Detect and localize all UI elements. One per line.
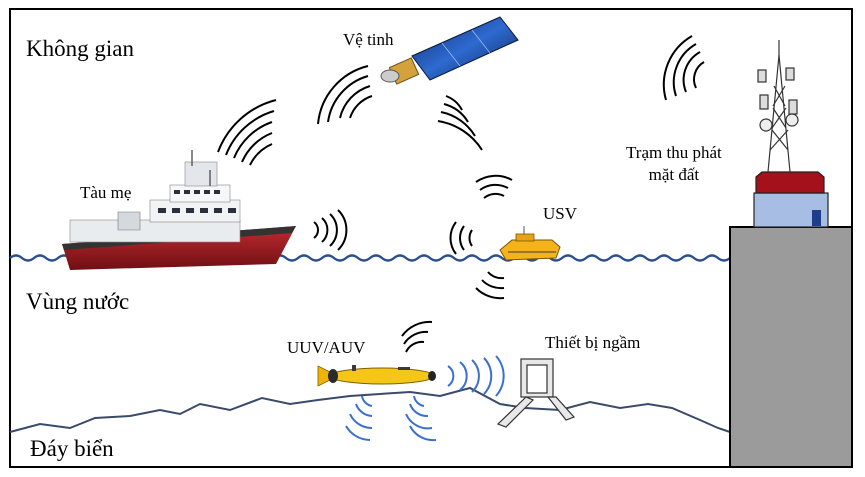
signal-auv-to-device <box>447 355 505 397</box>
label-uuv-auv: UUV/AUV <box>287 338 366 357</box>
label-underwater-device: Thiết bị ngầm <box>545 333 641 352</box>
label-space: Không gian <box>26 36 134 61</box>
label-satellite: Vệ tinh <box>343 30 394 49</box>
signal-auv-down-left <box>345 395 373 441</box>
underwater-device-icon <box>496 358 576 428</box>
ground-station-building <box>753 171 829 228</box>
signal-auv-down-right <box>405 395 437 442</box>
label-seabed: Đáy biển <box>30 436 114 461</box>
label-ground-station: Trạm thu phát mặt đất <box>626 142 722 186</box>
mother-ship-icon <box>62 150 296 270</box>
radio-tower-icon <box>757 40 799 173</box>
signal-tower <box>662 35 705 101</box>
signal-usv-down <box>475 271 505 300</box>
signal-satellite-right <box>437 95 483 151</box>
signal-ship-right <box>313 209 348 251</box>
signal-usv-left <box>449 221 473 255</box>
auv-icon <box>317 365 436 387</box>
signal-satellite-down <box>317 65 373 125</box>
label-ground-station-line1: Trạm thu phát <box>626 143 722 162</box>
satellite-icon <box>380 16 519 85</box>
usv-icon <box>499 226 561 261</box>
coastal-cliff <box>729 226 853 468</box>
label-mother-ship: Tàu mẹ <box>80 183 132 202</box>
signal-ship-to-satellite <box>217 99 277 166</box>
signal-auv-up <box>401 320 433 353</box>
label-usv: USV <box>543 204 578 223</box>
seabed-line <box>9 386 731 433</box>
label-ground-station-line2: mặt đất <box>648 165 700 184</box>
label-water-zone: Vùng nước <box>26 289 130 314</box>
signal-usv-up <box>475 174 513 199</box>
